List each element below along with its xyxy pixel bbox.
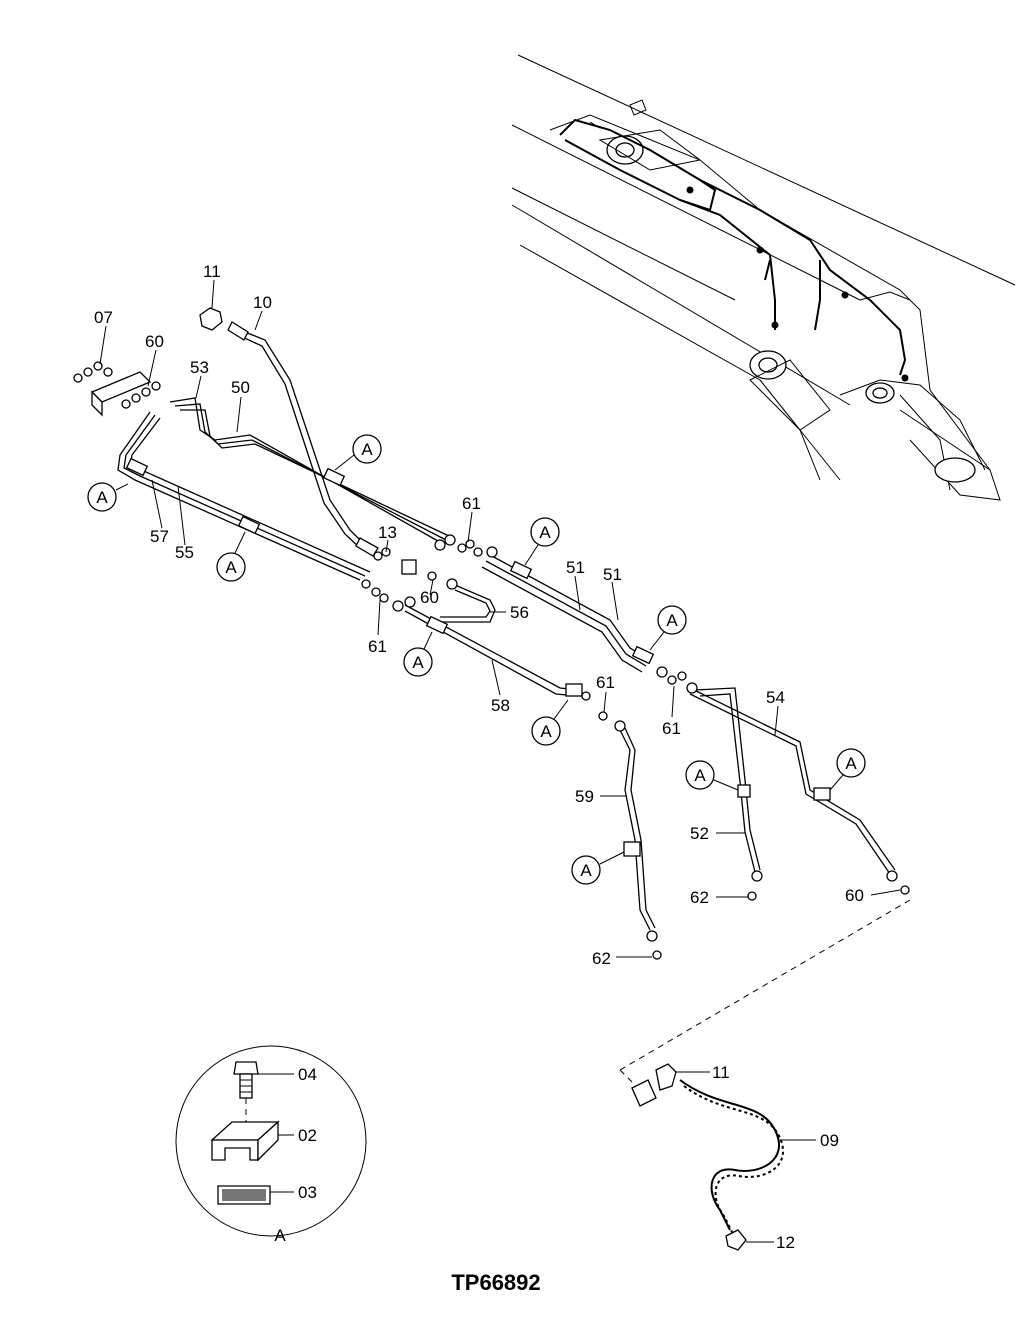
part-label-51: 51 xyxy=(603,565,622,584)
callout-a: A xyxy=(845,754,857,773)
part-label-59: 59 xyxy=(575,787,594,806)
callout-a: A xyxy=(666,611,678,630)
callout-a: A xyxy=(412,653,424,672)
part-label-52: 52 xyxy=(690,824,709,843)
part-label-62: 62 xyxy=(592,949,611,968)
callout-a: A xyxy=(96,488,108,507)
part-label-61: 61 xyxy=(368,637,387,656)
callout-a: A xyxy=(540,722,552,741)
part-number-labels: 07 60 11 10 53 50 57 55 13 61 60 61 51 5… xyxy=(94,262,864,1252)
part-label-54: 54 xyxy=(766,688,785,707)
drawing-id: TP66892 xyxy=(451,1270,540,1295)
callout-a: A xyxy=(539,523,551,542)
part-label-51: 51 xyxy=(566,558,585,577)
part-label-61: 61 xyxy=(462,494,481,513)
part-label-56: 56 xyxy=(510,603,529,622)
part-label-11: 11 xyxy=(712,1063,730,1082)
part-label-60: 60 xyxy=(145,332,164,351)
part-label-62: 62 xyxy=(690,888,709,907)
callout-a: A xyxy=(580,861,592,880)
callout-markers: A A A A A A A A A A xyxy=(87,434,866,885)
part-label-55: 55 xyxy=(175,543,194,562)
hose-09-assembly xyxy=(631,1063,784,1251)
detail-a-letter: A xyxy=(274,1226,286,1245)
callout-a: A xyxy=(225,558,237,577)
part-label-61: 61 xyxy=(596,673,615,692)
part-label-60: 60 xyxy=(420,588,439,607)
part-label-53: 53 xyxy=(190,358,209,377)
part-label-61: 61 xyxy=(662,719,681,738)
part-label-50: 50 xyxy=(231,378,250,397)
part-label-04: 04 xyxy=(298,1065,317,1084)
part-label-58: 58 xyxy=(491,696,510,715)
detail-a xyxy=(175,1045,367,1237)
callout-a: A xyxy=(694,766,706,785)
part-label-57: 57 xyxy=(150,527,169,546)
part-label-07: 07 xyxy=(94,308,113,327)
part-label-13: 13 xyxy=(378,523,397,542)
part-label-12: 12 xyxy=(776,1233,795,1252)
part-label-02: 02 xyxy=(298,1126,317,1145)
part-label-10: 10 xyxy=(253,293,272,312)
boom-overview xyxy=(511,54,1016,501)
part-label-60: 60 xyxy=(845,886,864,905)
part-label-11: 11 xyxy=(203,262,221,281)
part-label-03: 03 xyxy=(298,1183,317,1202)
leader-lines xyxy=(99,279,901,1243)
callout-a: A xyxy=(361,440,373,459)
part-label-09: 09 xyxy=(820,1131,839,1150)
